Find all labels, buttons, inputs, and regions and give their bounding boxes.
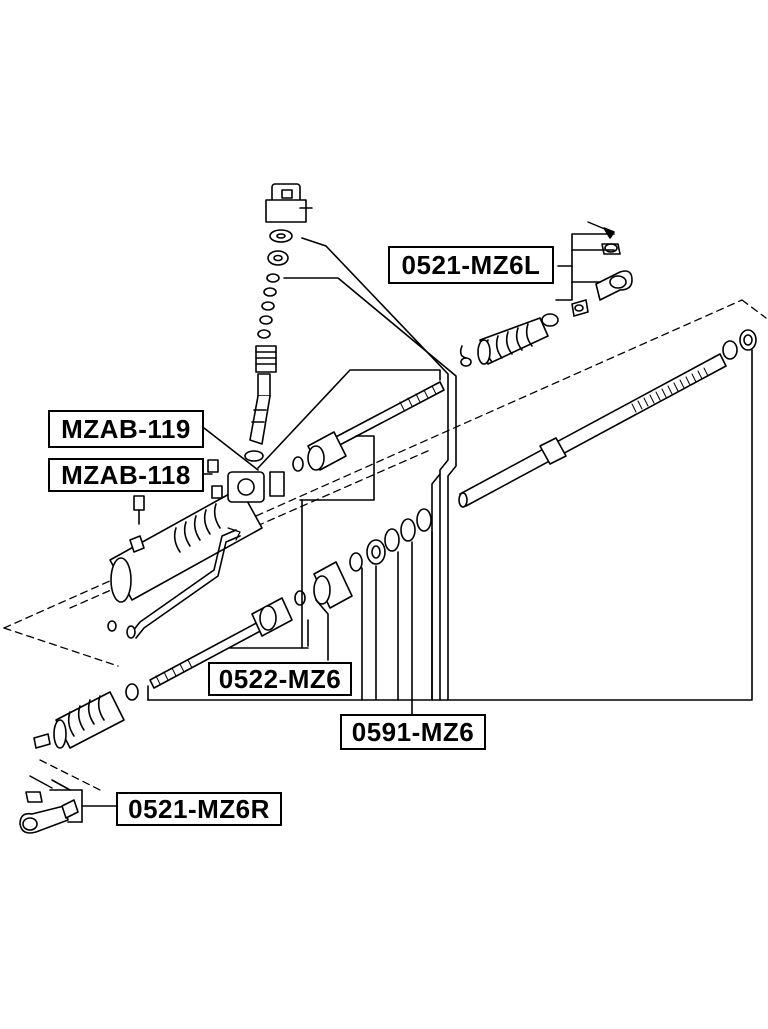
hydraulic-pipe [107, 527, 241, 639]
pinion-valve-assembly [244, 183, 313, 462]
boot-right [33, 691, 125, 749]
part-label-mzab-118[interactable]: MZAB-118 [48, 458, 204, 492]
seals-and-rings [294, 508, 432, 609]
inner-tie-rod-upper [292, 381, 445, 472]
inner-tie-rod-lower [125, 597, 293, 701]
part-label-0591-mz6[interactable]: 0591-MZ6 [340, 714, 486, 750]
rack-bar [458, 329, 757, 508]
boot-left [459, 317, 549, 367]
leader-lines [49, 233, 753, 823]
part-label-0521-mz6r[interactable]: 0521-MZ6R [116, 792, 282, 826]
tie-rod-end-right-parts [19, 775, 79, 834]
part-label-0522-mz6[interactable]: 0522-MZ6 [208, 662, 352, 696]
part-label-mzab-119[interactable]: MZAB-119 [48, 410, 204, 448]
rack-housing [109, 459, 285, 603]
part-label-0521-mz6l[interactable]: 0521-MZ6L [388, 246, 554, 284]
tie-rod-end-left-parts [541, 221, 633, 327]
